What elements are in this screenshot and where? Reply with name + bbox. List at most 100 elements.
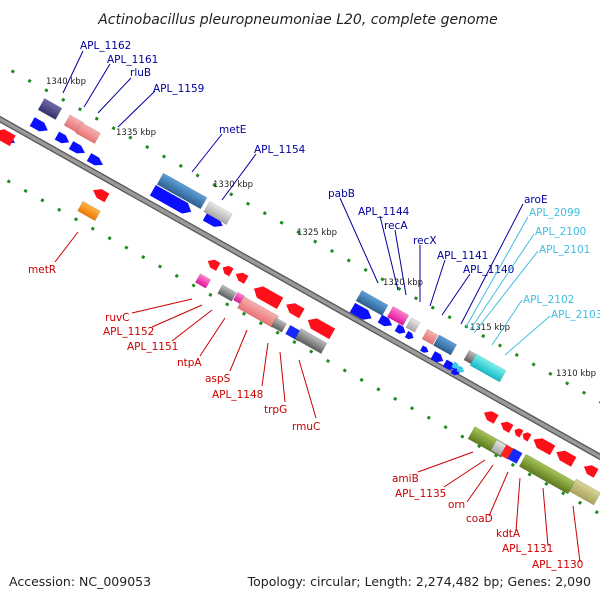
reverse-gene-arrow[interactable] bbox=[91, 186, 110, 203]
forward-gene-arrow[interactable] bbox=[394, 324, 408, 336]
gene-label-APL_1161[interactable]: APL_1161 bbox=[83, 54, 158, 108]
gene-label-rmuC[interactable]: rmuC bbox=[292, 359, 320, 433]
tick-mark bbox=[124, 245, 129, 250]
forward-gene-arrow[interactable] bbox=[420, 345, 430, 354]
gene-block[interactable] bbox=[270, 317, 288, 333]
gene-label-APL_1131[interactable]: APL_1131 bbox=[502, 487, 553, 555]
gene-label-APL_1130[interactable]: APL_1130 bbox=[532, 505, 583, 571]
tick-mark bbox=[413, 296, 419, 301]
reverse-gene-arrow[interactable] bbox=[531, 435, 556, 456]
gene-block[interactable] bbox=[355, 290, 389, 316]
gene-label-text: trpG bbox=[264, 404, 287, 416]
forward-gene-arrow[interactable] bbox=[404, 330, 415, 341]
reverse-gene-arrow[interactable] bbox=[521, 431, 532, 442]
gene-block[interactable] bbox=[463, 349, 477, 365]
gene-block[interactable] bbox=[77, 200, 101, 222]
gene-label-metE[interactable]: metE bbox=[191, 124, 246, 173]
tick-mark bbox=[73, 217, 79, 222]
gene-block[interactable] bbox=[37, 98, 63, 120]
gene-label-APL_1162[interactable]: APL_1162 bbox=[62, 40, 131, 94]
gene-label-APL_1140[interactable]: APL_1140 bbox=[441, 264, 514, 316]
gene-label-kdtA[interactable]: kdtA bbox=[496, 477, 521, 540]
reverse-gene-arrow[interactable] bbox=[206, 257, 221, 271]
tick-mark bbox=[393, 396, 398, 401]
gene-labels: APL_1162 APL_1161 rluB APL_1159 metE APL… bbox=[28, 40, 600, 571]
forward-gene-arrow[interactable] bbox=[68, 141, 87, 157]
forward-gene-arrow[interactable] bbox=[430, 351, 446, 365]
gene-label-text: kdtA bbox=[496, 528, 521, 540]
gene-label-APL_1159[interactable]: APL_1159 bbox=[117, 83, 204, 128]
gene-block[interactable] bbox=[568, 478, 600, 506]
gene-block[interactable] bbox=[156, 172, 208, 210]
gene-label-text: APL_2099 bbox=[529, 207, 580, 219]
gene-label-orn[interactable]: orn bbox=[448, 464, 494, 511]
gene-block[interactable] bbox=[75, 121, 101, 145]
gene-label-APL_2100[interactable]: APL_2100 bbox=[469, 226, 586, 331]
tick-mark bbox=[262, 211, 267, 216]
gene-label-aroE[interactable]: aroE bbox=[460, 194, 548, 325]
gene-label-ntpA[interactable]: ntpA bbox=[177, 317, 226, 369]
gene-label-ruvC[interactable]: ruvC bbox=[105, 298, 193, 324]
forward-gene-arrow[interactable] bbox=[456, 365, 465, 375]
gene-block[interactable] bbox=[507, 447, 523, 465]
forward-gene-arrow[interactable] bbox=[86, 153, 105, 169]
gene-block[interactable] bbox=[194, 273, 212, 289]
gene-label-APL_1151[interactable]: APL_1151 bbox=[127, 309, 213, 353]
forward-gene-arrow[interactable] bbox=[349, 302, 375, 323]
forward-gene-arrow[interactable] bbox=[29, 117, 51, 135]
gene-label-recX[interactable]: recX bbox=[413, 235, 437, 302]
gene-label-APL_1152[interactable]: APL_1152 bbox=[103, 304, 203, 338]
kbp-label: 1315 kbp bbox=[470, 323, 510, 333]
tick-mark bbox=[510, 462, 515, 467]
gene-label-APL_1154[interactable]: APL_1154 bbox=[221, 144, 306, 201]
gene-label-pabB[interactable]: pabB bbox=[328, 188, 379, 284]
reverse-gene-arrow[interactable] bbox=[499, 419, 514, 433]
gene-label-APL_2101[interactable]: APL_2101 bbox=[473, 244, 590, 334]
gene-block[interactable] bbox=[217, 284, 237, 302]
tick-mark bbox=[279, 220, 284, 225]
forward-gene-arrow[interactable] bbox=[149, 184, 194, 217]
tick-mark bbox=[191, 283, 196, 288]
gene-label-metR[interactable]: metR bbox=[28, 231, 79, 276]
forward-gene-arrow[interactable] bbox=[451, 361, 460, 371]
gene-label-coaD[interactable]: coaD bbox=[466, 471, 509, 525]
tick-mark bbox=[443, 425, 448, 430]
gene-label-trpG[interactable]: trpG bbox=[264, 351, 287, 416]
tick-mark bbox=[359, 377, 364, 382]
tick-mark bbox=[514, 352, 519, 357]
forward-gene-arrow[interactable] bbox=[202, 211, 225, 231]
reverse-gene-arrow[interactable] bbox=[234, 270, 249, 284]
reverse-gene-arrow[interactable] bbox=[513, 427, 524, 438]
gene-label-recA[interactable]: recA bbox=[384, 220, 408, 296]
forward-gene-arrow[interactable] bbox=[450, 366, 461, 377]
gene-label-APL_2103[interactable]: APL_2103 bbox=[504, 309, 600, 356]
reverse-gene-arrow[interactable] bbox=[481, 408, 499, 424]
gene-block[interactable] bbox=[469, 353, 507, 383]
gene-block[interactable] bbox=[421, 328, 439, 346]
reverse-gene-arrow[interactable] bbox=[305, 315, 336, 340]
gene-block[interactable] bbox=[386, 305, 410, 327]
reverse-gene-arrow[interactable] bbox=[251, 283, 284, 310]
gene-label-amiB[interactable]: amiB bbox=[392, 451, 474, 485]
forward-gene-arrow[interactable] bbox=[54, 131, 72, 147]
reverse-gene-arrow[interactable] bbox=[0, 126, 16, 147]
gene-label-aspS[interactable]: aspS bbox=[205, 329, 248, 385]
gene-block[interactable] bbox=[432, 334, 458, 356]
gene-label-rluB[interactable]: rluB bbox=[97, 67, 151, 114]
gene-label-APL_1144[interactable]: APL_1144 bbox=[358, 206, 410, 291]
reverse-gene-arrow[interactable] bbox=[554, 447, 577, 467]
gene-block[interactable] bbox=[405, 317, 421, 333]
gene-label-APL_1141[interactable]: APL_1141 bbox=[429, 250, 488, 307]
forward-gene-arrow[interactable] bbox=[377, 314, 395, 330]
gene-label-APL_2102[interactable]: APL_2102 bbox=[491, 294, 574, 346]
gene-label-APL_1148[interactable]: APL_1148 bbox=[212, 342, 269, 401]
reverse-gene-arrow[interactable] bbox=[581, 462, 599, 478]
gene-label-text: rmuC bbox=[292, 421, 320, 433]
gene-block[interactable] bbox=[294, 328, 328, 354]
gene-label-APL_2099[interactable]: APL_2099 bbox=[465, 207, 580, 328]
reverse-gene-arrow[interactable] bbox=[283, 300, 305, 319]
gene-label-text: APL_1130 bbox=[532, 559, 583, 571]
gene-label-APL_1135[interactable]: APL_1135 bbox=[395, 459, 486, 500]
reverse-gene-arrow[interactable] bbox=[220, 264, 234, 277]
gene-block[interactable] bbox=[203, 200, 233, 226]
